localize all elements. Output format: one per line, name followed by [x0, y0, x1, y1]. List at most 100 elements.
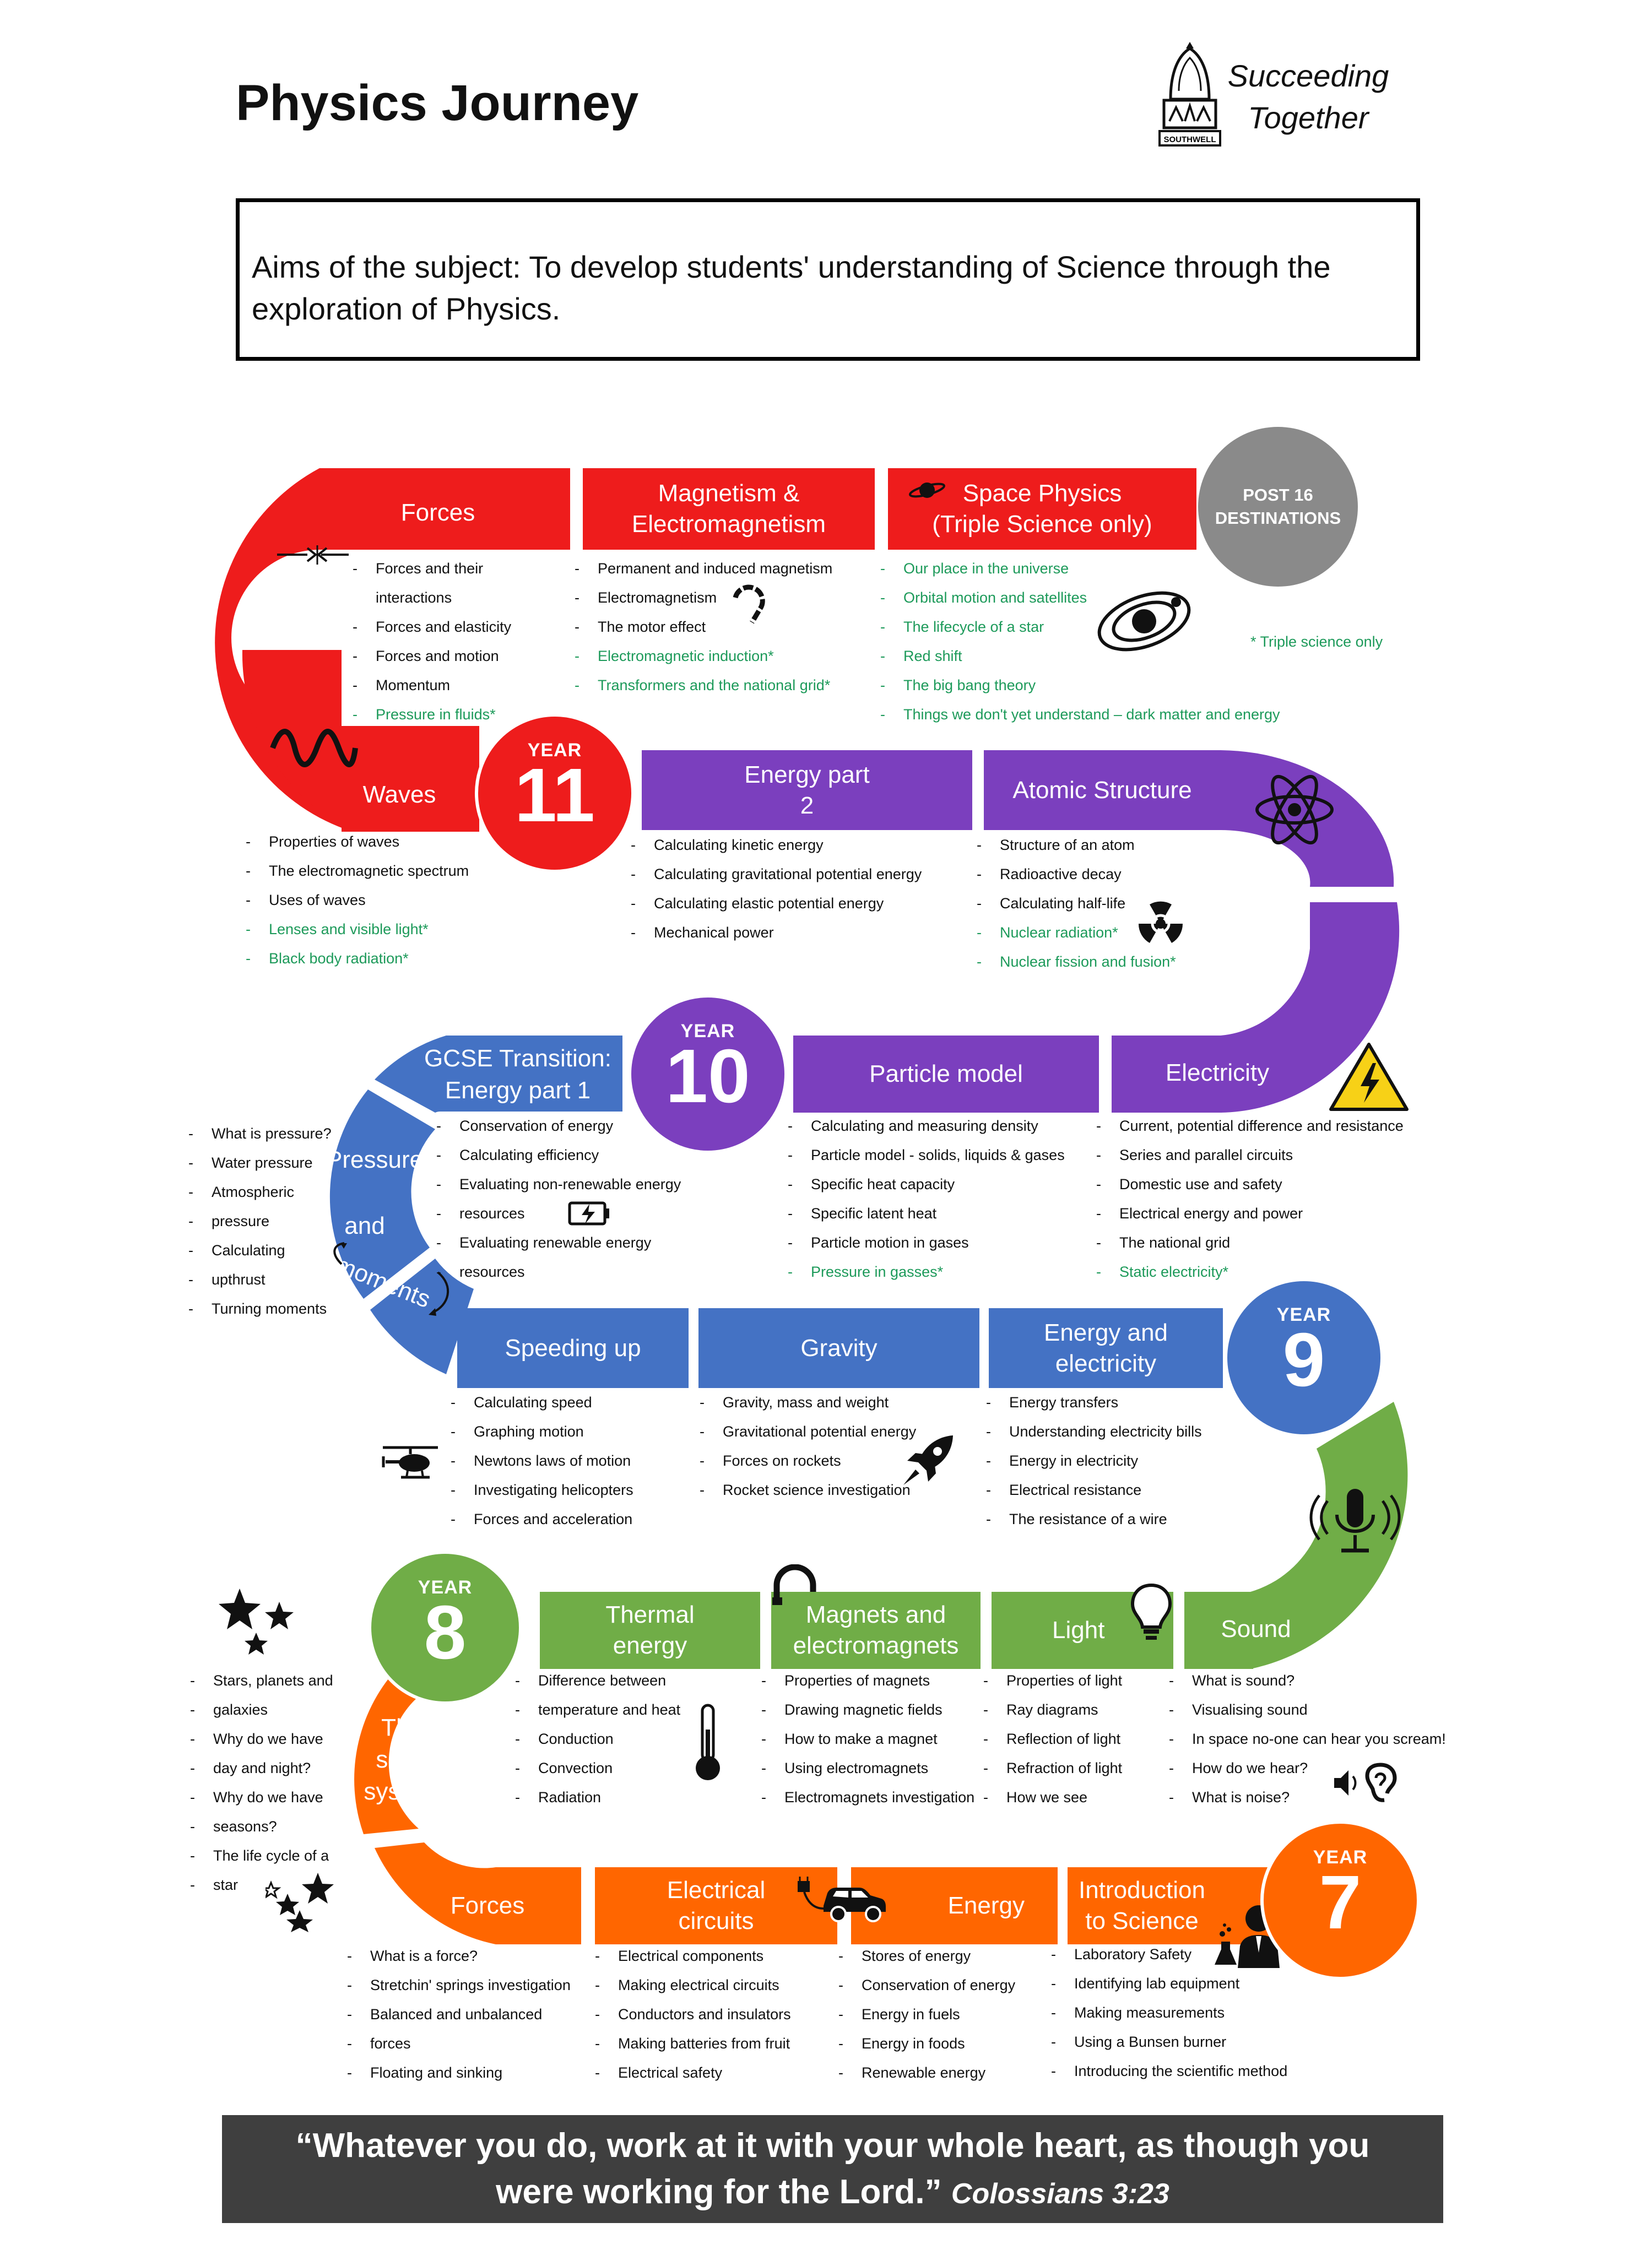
- list-item: Mechanical power: [631, 918, 961, 947]
- list-item: pressure: [188, 1207, 348, 1236]
- list-item: How we see: [983, 1783, 1165, 1812]
- list-speeding-up: Calculating speed Graphing motion Newton…: [451, 1388, 693, 1534]
- list-item: Things we don't yet understand – dark ma…: [880, 700, 1299, 729]
- list-item: forces: [347, 2029, 589, 2058]
- list-item: resources: [436, 1199, 690, 1228]
- topic-title-waves: Waves: [362, 781, 436, 808]
- list-item: Uses of waves: [246, 886, 499, 915]
- list-item: Forces and their interactions: [353, 554, 540, 612]
- list-item: Newtons laws of motion: [451, 1446, 693, 1476]
- list-item: Calculating and measuring density: [788, 1112, 1096, 1141]
- list-sound: What is sound? Visualising sound In spac…: [1169, 1666, 1466, 1812]
- list-item: Calculating elastic potential energy: [631, 889, 961, 918]
- list-item: Electrical safety: [595, 2058, 854, 2088]
- list-electrical-circuits: Electrical components Making electrical …: [595, 1942, 854, 2088]
- helicopter-icon: [382, 1446, 438, 1479]
- list-item: The national grid: [1096, 1228, 1482, 1257]
- list-item: Electromagnetic induction*: [575, 642, 883, 671]
- list-item: star: [190, 1871, 350, 1900]
- list-item: Energy transfers: [986, 1388, 1250, 1417]
- list-item: Electrical resistance: [986, 1476, 1250, 1505]
- road-y8-thermal: [540, 1592, 760, 1669]
- radiation-icon: [1138, 901, 1183, 943]
- list-intro-to-science: Laboratory Safety Identifying lab equipm…: [1051, 1940, 1337, 2086]
- list-item: Introducing the scientific method: [1051, 2057, 1337, 2086]
- list-item: Using a Bunsen burner: [1051, 2028, 1337, 2057]
- list-item: How do we hear?: [1169, 1754, 1466, 1783]
- orbit-icon: [1097, 591, 1191, 652]
- list-item: Ray diagrams: [983, 1695, 1165, 1725]
- road-orange-solar: [354, 1669, 474, 1834]
- road-y11-space: [888, 468, 1196, 550]
- list-item: Transformers and the national grid*: [575, 671, 883, 700]
- opposing-arrows-icon: [277, 545, 349, 565]
- list-item: Energy in fuels: [838, 2000, 1070, 2029]
- list-item: Renewable energy: [838, 2058, 1070, 2088]
- road-blue-pressure: [329, 1089, 435, 1299]
- list-item: Stars, planets and: [190, 1666, 350, 1695]
- list-item: Why do we have: [190, 1725, 350, 1754]
- road-y8-magnets: [771, 1592, 981, 1669]
- list-energy-part-2: Calculating kinetic energy Calculating g…: [631, 831, 961, 947]
- list-item: Particle motion in gases: [788, 1228, 1096, 1257]
- list-item: The lifecycle of a star: [880, 612, 1299, 642]
- list-item: Black body radiation*: [246, 944, 499, 973]
- road-y9-energy-elec: [989, 1308, 1223, 1388]
- list-item: Floating and sinking: [347, 2058, 589, 2088]
- list-light: Properties of light Ray diagrams Reflect…: [983, 1666, 1165, 1812]
- list-space: Our place in the universe Orbital motion…: [880, 554, 1299, 729]
- list-item: Calculating efficiency: [436, 1141, 690, 1170]
- list-item: Gravity, mass and weight: [700, 1388, 975, 1417]
- quote-line-1: “Whatever you do, work at it with your w…: [295, 2127, 1370, 2165]
- list-item: Convection: [515, 1754, 757, 1783]
- list-atomic-structure: Structure of an atom Radioactive decay C…: [977, 831, 1241, 977]
- list-item: temperature and heat: [515, 1695, 757, 1725]
- list-item: Calculating: [188, 1236, 348, 1265]
- list-item: Conservation of energy: [436, 1112, 690, 1141]
- horseshoe-magnet-icon: [772, 1564, 816, 1605]
- list-item: Forces and motion: [353, 642, 540, 671]
- list-item: Conservation of energy: [838, 1971, 1070, 2000]
- list-item: Static electricity*: [1096, 1257, 1482, 1287]
- list-item: Reflection of light: [983, 1725, 1165, 1754]
- list-item: galaxies: [190, 1695, 350, 1725]
- list-item: What is noise?: [1169, 1783, 1466, 1812]
- road-y11-magnetism: [583, 468, 875, 550]
- list-item: Orbital motion and satellites: [880, 583, 1299, 612]
- motto-line-2: Together: [1248, 100, 1369, 135]
- list-gcse-transition: Conservation of energy Calculating effic…: [436, 1112, 690, 1287]
- list-solar-system: Stars, planets and galaxies Why do we ha…: [190, 1666, 350, 1900]
- list-magnetism: Permanent and induced magnetism Electrom…: [575, 554, 883, 700]
- stars-small-icon: [266, 1873, 334, 1932]
- road-orange-forces: [375, 1842, 581, 1944]
- list-item: Refraction of light: [983, 1754, 1165, 1783]
- list-item: Electromagnetism: [575, 583, 883, 612]
- list-item: Forces and acceleration: [451, 1505, 693, 1534]
- list-item: What is sound?: [1169, 1666, 1466, 1695]
- list-item: Understanding electricity bills: [986, 1417, 1250, 1446]
- road-y10-particle: [793, 1036, 1099, 1113]
- speaker-ear-icon: [1334, 1763, 1397, 1802]
- list-item: In space no-one can hear you scream!: [1169, 1725, 1466, 1754]
- list-item: Electrical energy and power: [1096, 1199, 1482, 1228]
- topic-title-forces-y7: Forces: [450, 1892, 525, 1919]
- wave-icon: [270, 729, 358, 767]
- list-item: Red shift: [880, 642, 1299, 671]
- list-pressure-moments: What is pressure? Water pressure Atmosph…: [188, 1119, 348, 1324]
- list-item: Graphing motion: [451, 1417, 693, 1446]
- electric-car-icon: [798, 1877, 886, 1922]
- list-item: Properties of light: [983, 1666, 1165, 1695]
- list-item: Calculating speed: [451, 1388, 693, 1417]
- list-item: Nuclear fission and fusion*: [977, 947, 1241, 977]
- topic-title-magnetism: Magnetism &Electromagnetism: [631, 480, 826, 538]
- page-title: Physics Journey: [236, 75, 639, 131]
- topic-title-pressure-moments-l2: and: [344, 1212, 385, 1239]
- list-item: Identifying lab equipment: [1051, 1969, 1337, 1998]
- svg-text:SOUTHWELL: SOUTHWELL: [1164, 135, 1216, 144]
